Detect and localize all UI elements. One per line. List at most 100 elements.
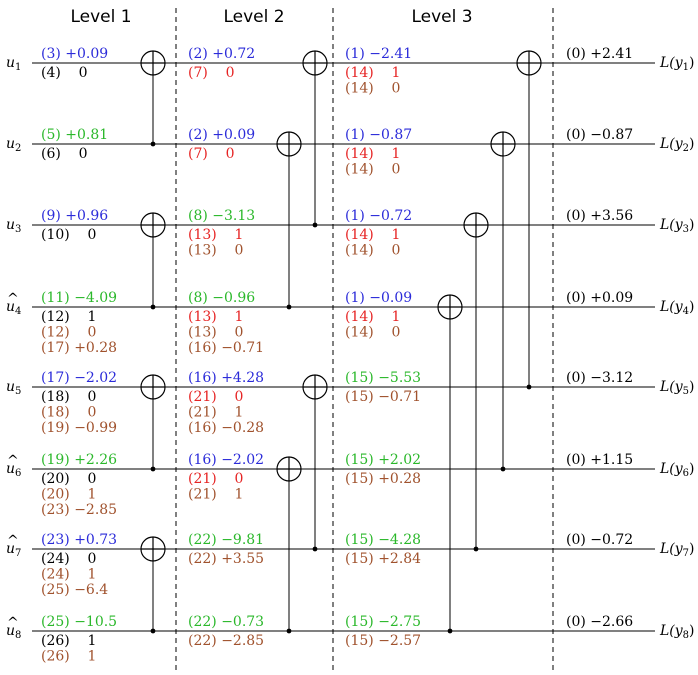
xor-gate [276,456,302,634]
output-label-6: L(y6) [659,461,695,479]
input-label-2: u2 [6,136,21,154]
llr-value: (14) 1 [345,309,400,325]
level-3-header: Level 3 [411,7,472,27]
input-label-4: u4 [6,299,21,317]
llr-value: (24) 1 [41,567,96,583]
control-dot [312,222,318,228]
xor-gate [140,536,166,634]
llr-value: (2) +0.09 [188,127,255,143]
output-label-7: L(y7) [659,541,695,559]
output-llr: (0) −0.87 [566,127,633,143]
llr-value: (21) 1 [188,405,243,421]
llr-value: (17) +0.28 [41,340,117,356]
llr-value: (17) −2.02 [41,370,117,386]
llr-value: (14) 0 [345,81,400,97]
llr-value: (15) +2.02 [345,452,421,468]
output-label-2: L(y2) [659,136,695,154]
xor-gate [140,374,166,472]
llr-value: (14) 0 [345,243,400,259]
hat-mark: ^ [7,615,19,631]
output-llr: (0) −3.12 [566,370,633,386]
llr-value: (15) +2.84 [345,551,421,567]
llr-value: (23) −2.85 [41,502,117,518]
control-dot [526,384,532,390]
llr-value: (11) −4.09 [41,290,117,306]
hat-mark: ^ [7,533,19,549]
level-headers: Level 1 Level 2 Level 3 [70,7,472,27]
output-llr: (0) +0.09 [566,290,633,306]
xor-gate [516,50,542,390]
llr-value: (13) 1 [188,309,243,325]
control-dot [150,304,156,310]
wire-lines [32,62,655,632]
llr-value: (1) −0.87 [345,127,412,143]
input-label-1: u1 [6,55,21,73]
xor-gate [302,374,328,552]
llr-value: (14) 0 [345,162,400,178]
llr-value: (24) 0 [41,551,96,567]
llr-value: (22) +3.55 [188,551,264,567]
llr-value: (14) 1 [345,65,400,81]
level-1-header: Level 1 [70,7,131,27]
input-label-3: u3 [6,217,21,235]
llr-value: (1) −0.72 [345,208,412,224]
llr-value: (22) −0.73 [188,614,264,630]
xor-gate [140,50,166,147]
output-label-1: L(y1) [659,55,695,73]
xor-gate [302,50,328,228]
llr-value: (6) 0 [41,146,88,162]
output-llr: (0) +3.56 [566,208,633,224]
llr-value: (14) 0 [345,325,400,341]
llr-value: (15) −2.75 [345,614,421,630]
llr-value: (13) 0 [188,243,243,259]
control-dot [500,466,506,472]
input-label-5: u5 [6,379,21,397]
llr-value: (25) −10.5 [41,614,117,630]
llr-value: (20) 1 [41,487,96,503]
llr-value: (16) −0.28 [188,420,264,436]
output-label-4: L(y4) [659,299,695,317]
hat-mark: ^ [7,291,19,307]
xor-gate [437,294,463,634]
input-label-6: u6 [6,461,21,479]
output-llr: (0) −0.72 [566,532,633,548]
llr-value: (26) 1 [41,633,96,649]
llr-value: (9) +0.96 [41,208,108,224]
llr-value: (15) −0.71 [345,389,421,405]
llr-value: (23) +0.73 [41,532,117,548]
llr-value: (26) 1 [41,649,96,665]
llr-value: (20) 0 [41,471,96,487]
llr-value: (14) 1 [345,227,400,243]
xor-gate [490,131,516,472]
control-dot [286,628,292,634]
llr-value: (18) 0 [41,389,96,405]
llr-value: (19) −0.99 [41,420,117,436]
llr-value: (1) −2.41 [345,46,412,62]
output-llr: (0) +2.41 [566,46,633,62]
input-label-8: u8 [6,623,21,641]
llr-value: (22) −2.85 [188,633,264,649]
llr-value: (5) +0.81 [41,127,108,143]
control-dot [286,304,292,310]
llr-value: (15) −2.57 [345,633,421,649]
control-dot [473,546,479,552]
output-label-8: L(y8) [659,623,695,641]
llr-value: (3) +0.09 [41,46,108,62]
llr-value: (16) +4.28 [188,370,264,386]
llr-value: (8) −0.96 [188,290,255,306]
level-dividers [175,8,554,670]
llr-value: (4) 0 [41,65,88,81]
llr-value: (15) +0.28 [345,471,421,487]
llr-value: (19) +2.26 [41,452,117,468]
llr-value: (12) 0 [41,325,96,341]
llr-value: (2) +0.72 [188,46,255,62]
llr-value: (1) −0.09 [345,290,412,306]
llr-value: (21) 0 [188,471,243,487]
output-label-5: L(y5) [659,379,695,397]
xor-gate [140,212,166,310]
llr-value: (15) −4.28 [345,532,421,548]
hat-mark: ^ [7,453,19,469]
control-dot [150,466,156,472]
llr-value: (15) −5.53 [345,370,421,386]
